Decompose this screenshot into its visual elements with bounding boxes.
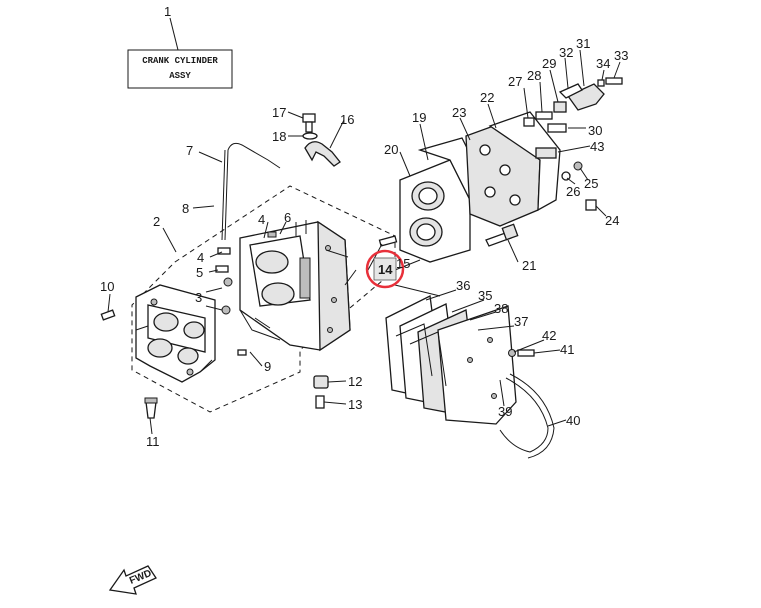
callout-19: 19 xyxy=(412,110,426,125)
callout-40: 40 xyxy=(566,413,580,428)
callout-23: 23 xyxy=(452,105,466,120)
callout-22: 22 xyxy=(480,90,494,105)
callout-41: 41 xyxy=(560,342,574,357)
washer-part-34 xyxy=(597,79,605,87)
callout-10: 10 xyxy=(100,279,114,294)
washer-part-18 xyxy=(302,132,318,140)
leader-lines xyxy=(107,17,621,435)
bolt-part-41 xyxy=(517,349,535,357)
exhaust-cover xyxy=(399,137,479,263)
callout-numbers: 1 2 3 4 4 5 6 7 8 9 10 11 12 13 14 15 16… xyxy=(100,4,628,449)
bolt-part-33 xyxy=(605,77,623,85)
plug-part-12 xyxy=(313,375,329,389)
part-29 xyxy=(553,101,567,113)
callout-16: 16 xyxy=(340,112,354,127)
callout-20: 20 xyxy=(384,142,398,157)
callout-38: 38 xyxy=(494,301,508,316)
part-28 xyxy=(535,111,553,120)
callout-18: 18 xyxy=(272,129,286,144)
washer-part-42 xyxy=(508,349,516,357)
callout-2: 2 xyxy=(153,214,160,229)
washer-part-26 xyxy=(561,171,571,181)
callout-33: 33 xyxy=(614,48,628,63)
callout-24: 24 xyxy=(605,213,619,228)
callout-26: 26 xyxy=(566,184,580,199)
head-plate xyxy=(465,111,561,227)
callout-39: 39 xyxy=(498,404,512,419)
bolt-part-17 xyxy=(302,113,316,123)
callout-32: 32 xyxy=(559,45,573,60)
part-32 xyxy=(558,83,583,99)
fwd-arrow: FWD xyxy=(108,565,157,595)
callout-30: 30 xyxy=(588,123,602,138)
crankcase-assembly-outline xyxy=(131,185,396,413)
callout-35: 35 xyxy=(478,288,492,303)
callout-6: 6 xyxy=(284,210,291,225)
highlight-tag-part-14 xyxy=(373,257,397,281)
callout-29: 29 xyxy=(542,56,556,71)
callout-14: 14 xyxy=(378,262,393,277)
callout-36: 36 xyxy=(456,278,470,293)
title-box: CRANK CYLINDER ASSY xyxy=(127,49,233,89)
bolt-part-10 xyxy=(100,309,116,321)
cover-plate-stack xyxy=(385,295,517,425)
part-27 xyxy=(523,117,535,127)
callout-13: 13 xyxy=(348,397,362,412)
title-line-2: ASSY xyxy=(169,71,191,81)
callout-31: 31 xyxy=(576,36,590,51)
title-line-1: CRANK CYLINDER xyxy=(142,56,218,66)
callout-28: 28 xyxy=(527,68,541,83)
callout-11: 11 xyxy=(146,434,160,449)
callout-12: 12 xyxy=(348,374,362,389)
part-31 xyxy=(567,83,605,111)
callout-21: 21 xyxy=(522,258,536,273)
callout-9: 9 xyxy=(264,359,271,374)
water-hose-part-7 xyxy=(224,142,281,241)
part-30 xyxy=(547,123,567,133)
callout-27: 27 xyxy=(508,74,522,89)
callout-1: 1 xyxy=(164,4,171,19)
callout-42: 42 xyxy=(542,328,556,343)
callout-34: 34 xyxy=(596,56,610,71)
highlight-circle-part-14 xyxy=(365,249,405,289)
callout-4-b: 4 xyxy=(258,212,265,227)
callout-43: 43 xyxy=(590,139,604,154)
callout-17: 17 xyxy=(272,105,286,120)
cylinder-block xyxy=(239,220,351,352)
callout-5: 5 xyxy=(196,265,203,280)
bracket-part-16 xyxy=(304,141,341,167)
callout-25: 25 xyxy=(584,176,598,191)
sensor-part-43 xyxy=(535,147,557,159)
hose-part-40 xyxy=(499,377,549,453)
callout-8: 8 xyxy=(182,201,189,216)
callout-7: 7 xyxy=(186,143,193,158)
bolt-part-11 xyxy=(145,401,157,419)
callout-15: 15 xyxy=(396,256,410,271)
callout-3: 3 xyxy=(195,290,202,305)
plug-part-24 xyxy=(585,199,597,211)
bolt-part-13 xyxy=(315,395,325,409)
callout-4: 4 xyxy=(197,250,204,265)
crankcase-block xyxy=(135,284,216,383)
callout-37: 37 xyxy=(514,314,528,329)
